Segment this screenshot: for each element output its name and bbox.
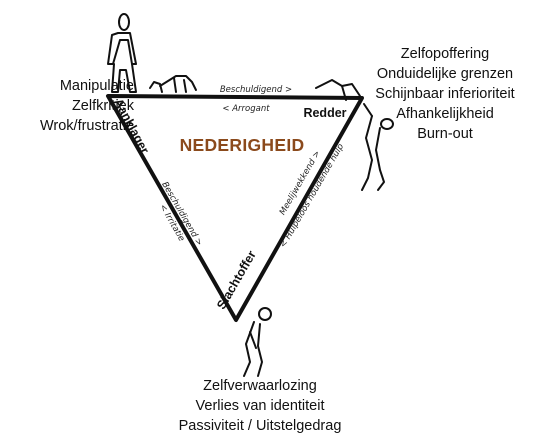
redder-trait: Zelfopoffering [400,46,490,62]
aanklager-trait: Zelfkritiek [71,98,134,114]
slachtoffer-traits-list: Zelfverwaarlozing Verlies van identiteit… [150,376,370,436]
aanklager-trait: Manipulatie [59,78,134,94]
aanklager-traits-list: Manipulatie Zelfkritiek Wrok/frustratie [6,76,134,136]
edge-label-top-inner: < Arrogant [222,104,270,114]
slachtoffer-trait: Verlies van identiteit [195,398,325,414]
standing-figure-illustration [107,13,137,93]
slachtoffer-trait: Zelfverwaarlozing [203,378,317,394]
role-label-redder: Redder [303,106,346,120]
crawling-figure-illustration [149,75,197,93]
sitting-figure-illustration [243,307,272,377]
redder-traits-list: Zelfopoffering Onduidelijke grenzen Schi… [350,44,540,144]
triangle [106,94,364,322]
aanklager-trait: Wrok/frustratie [39,118,134,134]
leaning-figure-illustration [315,79,394,191]
redder-trait: Onduidelijke grenzen [376,66,514,82]
edge-label-top-outer: Beschuldigend > [220,85,292,95]
role-label-slachtoffer: Slachtoffer [214,248,259,312]
center-title: NEDERIGHEID [180,135,305,155]
redder-trait: Afhankelijkheid [396,106,494,122]
slachtoffer-trait: Passiviteit / Uitstelgedrag [178,418,342,434]
redder-trait: Schijnbaar inferioriteit [375,86,515,102]
redder-trait: Burn-out [417,126,473,142]
